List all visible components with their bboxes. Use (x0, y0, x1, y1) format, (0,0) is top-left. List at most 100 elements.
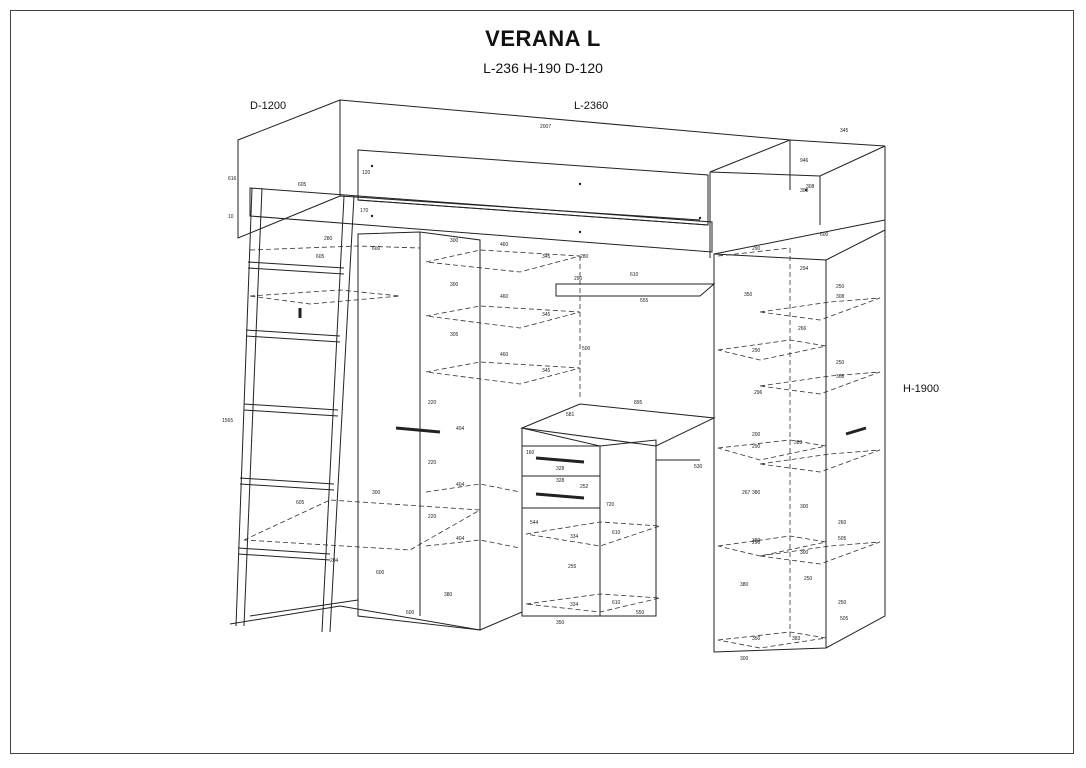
pin-5 (698, 216, 702, 220)
drawer-handle-1 (535, 456, 585, 464)
measurement-label: 350 (556, 620, 565, 626)
drawer-handle-2 (535, 492, 585, 500)
bookcase-shelf-1 (717, 339, 827, 361)
measurement-label: 380 (752, 538, 761, 544)
measurement-label: 200 (752, 432, 761, 438)
measurement-label: 300 (740, 656, 749, 662)
measurement-label: 250 (836, 284, 845, 290)
measurement-label: 380 (740, 582, 749, 588)
measurement-label: 544 (530, 520, 539, 526)
wardrobe-outline (357, 231, 481, 631)
desk-top (520, 403, 716, 447)
bookcase-dash-top (717, 247, 791, 257)
front-rail-line (357, 199, 709, 226)
measurement-label: 350 (752, 636, 761, 642)
measurement-label: 296 (754, 390, 763, 396)
ladder-rail-left-inner (243, 187, 263, 627)
measurement-label: 345 (542, 254, 551, 260)
measurement-label: 252 (580, 484, 589, 490)
measurement-label: 290 (752, 246, 761, 252)
length-label: L-2360 (574, 100, 609, 112)
measurement-label: 300 (450, 282, 459, 288)
wardrobe-handle (395, 426, 441, 434)
wardrobe-shelf-3 (425, 361, 581, 385)
drawer-side (599, 439, 657, 617)
measurement-label: 350 (744, 292, 753, 298)
measurement-label: 600 (406, 610, 415, 616)
measurement-label: 255 (568, 564, 577, 570)
measurement-label: 260 (838, 520, 847, 526)
measurement-label: 305 (450, 332, 459, 338)
measurement-label: 530 (694, 464, 703, 470)
pin-1 (370, 164, 374, 168)
measurement-label: 300 (450, 238, 459, 244)
wardrobe-shelf-2 (425, 305, 581, 329)
measurement-label: 460 (500, 352, 509, 358)
measurement-label: 300 (372, 490, 381, 496)
bookcase-top-edge (825, 229, 886, 261)
measurement-label: 404 (456, 536, 465, 542)
measurement-label: 380 (444, 592, 453, 598)
measurement-label: 308 (836, 294, 845, 300)
measurement-label: 300 (800, 188, 809, 194)
measurement-label: 500 (582, 346, 591, 352)
measurement-label: 220 (428, 400, 437, 406)
left-end-panel (237, 99, 341, 239)
measurement-label: 280 (580, 254, 589, 260)
measurement-label: 267 (742, 490, 751, 496)
measurement-label: 895 (634, 400, 643, 406)
measurement-label: 600 (376, 570, 385, 576)
measurement-label: 2007 (540, 124, 551, 130)
measurement-label: 345 (542, 312, 551, 318)
measurement-label: 290 (752, 444, 761, 450)
measurement-label: 605 (298, 182, 307, 188)
shelf-above-desk (555, 283, 716, 297)
pin-4 (578, 230, 582, 234)
measurement-labels: 2007345605616120170102806056003004603453… (222, 124, 849, 662)
bookcase-handle (845, 426, 867, 436)
measurement-label: 610 (612, 600, 621, 606)
wardrobe-shelf-1 (425, 249, 581, 273)
ladder-rung-5 (237, 547, 331, 561)
pin-3 (370, 214, 374, 218)
ladder-rung-4 (239, 477, 335, 491)
measurement-label: 250 (838, 600, 847, 606)
front-rail-lower (249, 187, 713, 253)
bookcase-shelf-4 (717, 631, 827, 649)
drawing-frame (10, 10, 1074, 754)
floor-left (229, 605, 481, 631)
measurement-label: 290 (752, 540, 761, 546)
measurement-label: 290 (752, 348, 761, 354)
measurement-label: 220 (428, 514, 437, 520)
measurement-label: 383 (792, 636, 801, 642)
desk-support (655, 446, 700, 461)
ladder-rung-3 (243, 403, 339, 417)
measurement-label: 300 (800, 550, 809, 556)
solid-lines (229, 99, 886, 653)
measurement-label: 605 (296, 500, 305, 506)
wardrobe-shelf-4 (425, 483, 521, 493)
measurement-label: 160 (526, 450, 535, 456)
left-bottom-shelf (243, 499, 482, 551)
measurement-label: 946 (800, 158, 809, 164)
measurement-label: 550 (636, 610, 645, 616)
measurement-label: 328 (556, 466, 565, 472)
ladder-rail-right-inner (329, 195, 355, 633)
measurement-label: 383 (794, 440, 803, 446)
measurement-label: 600 (372, 246, 381, 252)
measurement-label: 290 (574, 276, 583, 282)
measurement-label: 380 (752, 490, 761, 496)
measurement-label: 1565 (222, 418, 233, 424)
measurement-label: 345 (840, 128, 849, 134)
measurement-label: 610 (612, 530, 621, 536)
rail-pins (370, 164, 808, 234)
measurement-label: 266 (798, 326, 807, 332)
measurement-label: 600 (820, 232, 829, 238)
measurement-label: 294 (800, 266, 809, 272)
left-shelf-1 (249, 289, 401, 305)
wardrobe-base (479, 611, 523, 631)
measurement-label: 328 (556, 478, 565, 484)
product-dimensions: L-236 H-190 D-120 (483, 60, 603, 76)
bookcase-shelf-3 (717, 535, 827, 557)
